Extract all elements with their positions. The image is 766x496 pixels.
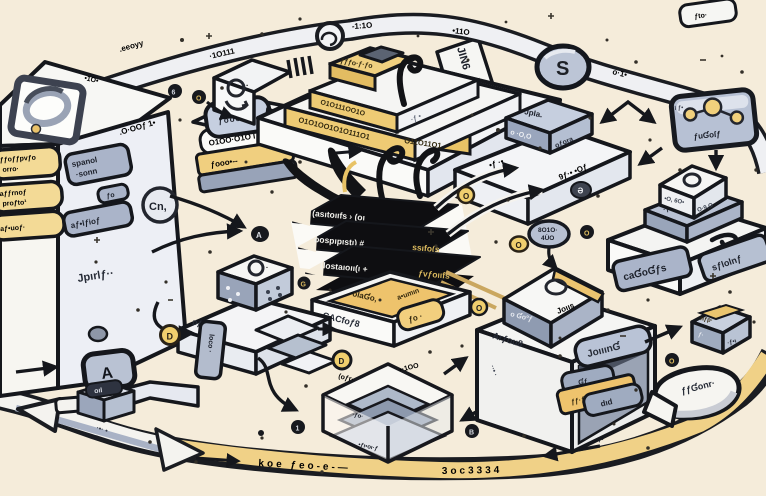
svg-text:oıƖ: oıƖ (94, 387, 103, 395)
svg-text:1: 1 (296, 426, 300, 433)
svg-text:ƒƒoƒƒpvƒo: ƒƒoƒƒpvƒo (0, 155, 36, 165)
svg-text:O: O (669, 359, 675, 366)
svg-text:··• ·: ··• · (488, 364, 498, 377)
svg-text:3oc3334: 3oc3334 (442, 465, 503, 477)
svg-text:·sonn: ·sonn (75, 166, 98, 179)
svg-text:ƒuƓoſƒ: ƒuƓoſƒ (693, 129, 721, 141)
svg-text:ƒto·: ƒto· (694, 12, 708, 21)
svg-text:6: 6 (172, 90, 176, 97)
svg-text:O: O (516, 241, 522, 250)
svg-text:orro·: orro· (2, 166, 19, 174)
svg-text:.: . (246, 79, 248, 88)
svg-text:•11O: •11O (452, 26, 470, 37)
svg-text:(oƒr·: (oƒr· (338, 373, 355, 384)
svg-text:o·1•: o·1• (612, 67, 629, 79)
svg-text:·ƒ •: ·ƒ • (410, 113, 423, 124)
svg-text:nƒp·: nƒp· (700, 316, 714, 324)
svg-text:8O1O·: 8O1O· (538, 227, 558, 234)
svg-text:D: D (339, 357, 345, 366)
svg-text:A: A (256, 231, 262, 240)
svg-text:G: G (301, 282, 307, 289)
svg-text:Ɠƒ: Ɠƒ (578, 377, 589, 387)
svg-text:4ÙO: 4ÙO (541, 233, 554, 242)
svg-text:O: O (584, 231, 590, 238)
svg-text:•1O•: •1O• (84, 75, 100, 85)
svg-text:S: S (556, 58, 569, 80)
svg-text:ƒ·: ƒ· (698, 332, 704, 339)
svg-text:•ƒ ·•: •ƒ ·• (488, 157, 505, 170)
svg-text:Ɩ ƒ•: Ɩ ƒ• (674, 105, 683, 112)
svg-text:O: O (476, 304, 482, 313)
svg-text:loco ·: loco · (206, 334, 215, 353)
svg-text:O: O (196, 96, 202, 103)
svg-text:ƒvƒoııfs: ƒvƒoııfs (418, 268, 451, 281)
svg-text:•·1OO: •·1OO (399, 362, 420, 374)
svg-text:.: . (568, 281, 570, 290)
svg-text:-1:1O: -1:1O (352, 21, 373, 31)
svg-text:ƒooo•--: ƒooo•-- (210, 156, 239, 169)
svg-text:D: D (167, 332, 174, 342)
svg-text:(lostaıoıı(ı +: (lostaıoıı(ı + (320, 260, 368, 274)
svg-text:(asıtoııfs › (oı: (asıtoııfs › (oı (312, 208, 366, 223)
svg-text:Ә: Ә (578, 187, 584, 196)
svg-text:B: B (469, 430, 474, 437)
svg-text:koe ƒeo-e-—: koe ƒeo-e-— (258, 458, 351, 474)
svg-text:Jpırlƒ··: Jpırlƒ·· (77, 267, 115, 285)
svg-text:•ƒı•oı·ƒ: •ƒı•oı·ƒ (358, 442, 379, 452)
svg-text:·ƒo·: ·ƒo· (352, 412, 364, 420)
svg-text:Cn,: Cn, (149, 201, 167, 213)
svg-text:•O, 6O•: •O, 6O• (664, 196, 685, 206)
svg-text:oospıpıstı) #: oospıpıstı) # (314, 234, 365, 248)
svg-text:aƒ•uoƒ·: aƒ•uoƒ· (0, 224, 25, 233)
svg-text:proƒto¹: proƒto¹ (2, 199, 27, 208)
svg-text:A: A (100, 365, 114, 383)
svg-text:·ƒ•ı: ·ƒ•ı (727, 338, 738, 347)
svg-text:dıd: dıd (600, 397, 614, 408)
svg-text:·•· •: ·•· • (95, 425, 109, 435)
svg-text:JpƖa.: JpƖa. (524, 107, 544, 119)
svg-text:O: O (463, 192, 469, 201)
svg-text:ƒo: ƒo (106, 192, 115, 200)
svg-text:O·9,O: O·9,O (697, 203, 715, 214)
svg-text:aƒƒrnoƒ: aƒƒrnoƒ (0, 189, 27, 198)
svg-text:ƒo ·: ƒo · (407, 312, 423, 325)
svg-text:.: . (266, 263, 268, 270)
